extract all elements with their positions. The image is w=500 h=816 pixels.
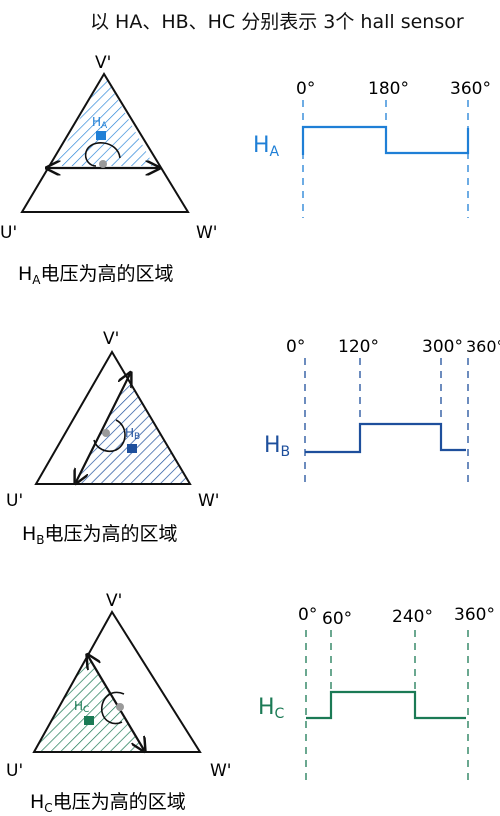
caption-hb: HB电压为高的区域: [22, 523, 178, 547]
panel-hb: HB V' U' W' HB电压为高的区域 0° 120° 300° 360° …: [6, 329, 500, 547]
hb-signal: [305, 422, 466, 454]
vertex-right-label: W': [198, 491, 219, 511]
angle-label-0: 0°: [296, 79, 315, 99]
vertex-right-label: W': [196, 223, 217, 243]
sensor-ha-label: HA: [92, 115, 108, 131]
panel-hc: HC V' U' W' HC电压为高的区域 0° 60° 240° 360° H…: [6, 591, 495, 815]
angle-label-240: 240°: [392, 607, 433, 627]
sensor-hb-marker: [127, 444, 137, 453]
center-point: [102, 429, 110, 437]
ha-signal: [301, 125, 470, 155]
angle-label-0: 0°: [298, 605, 317, 625]
center-point: [99, 160, 107, 168]
waveform-hb: 0° 120° 300° 360° HB: [264, 337, 500, 488]
waveform-hc: 0° 60° 240° 360° HC: [258, 605, 495, 780]
region-boundary-line: [76, 374, 130, 482]
hc-signal: [306, 690, 466, 720]
signal-ha-label: HA: [253, 133, 280, 160]
sensor-hb-label: HB: [125, 426, 140, 442]
vertex-left-label: U': [6, 761, 23, 781]
angle-label-360: 360°: [450, 79, 491, 99]
region-boundary-line: [88, 656, 144, 750]
signal-hc-label: HC: [258, 695, 285, 722]
angle-label-360: 360°: [454, 605, 495, 625]
triangle-hc: HC V' U' W': [6, 591, 231, 781]
angle-label-120: 120°: [338, 337, 379, 357]
angle-label-300: 300°: [422, 337, 463, 357]
sensor-hc-marker: [84, 716, 94, 725]
vertex-top-label: V': [106, 591, 122, 611]
vertex-top-label: V': [103, 329, 119, 349]
rotation-arrow: [93, 419, 126, 453]
triangle-hb: HB V' U' W': [6, 329, 219, 511]
angle-label-60: 60°: [322, 609, 352, 629]
signal-hb-label: HB: [264, 433, 290, 460]
caption-hc: HC电压为高的区域: [30, 791, 186, 815]
vertex-right-label: W': [210, 761, 231, 781]
rotation-arrow: [84, 142, 121, 167]
angle-label-360: 360°: [466, 337, 500, 356]
vertex-top-label: V': [95, 53, 111, 73]
caption-ha: HA电压为高的区域: [18, 263, 174, 287]
vertex-left-label: U': [0, 223, 17, 243]
angle-label-0: 0°: [286, 337, 305, 357]
page-title: 以 HA、HB、HC 分别表示 3个 hall sensor: [90, 11, 464, 33]
triangle-ha: HA V' U' W': [0, 53, 217, 243]
rotation-arrow: [100, 691, 125, 725]
waveform-ha: 0° 180° 360° HA: [253, 79, 491, 218]
triangle-outline: [20, 72, 190, 213]
hc-high-region: [34, 656, 146, 752]
center-point: [116, 703, 124, 711]
vertex-left-label: U': [6, 491, 23, 511]
panel-ha: HA V' U' W' HA电压为高的区域 0° 180° 360° HA: [0, 53, 491, 287]
ha-high-region: [54, 74, 154, 166]
sensor-ha-marker: [96, 131, 106, 140]
sensor-hc-label: HC: [74, 699, 89, 715]
angle-label-180: 180°: [368, 79, 409, 99]
